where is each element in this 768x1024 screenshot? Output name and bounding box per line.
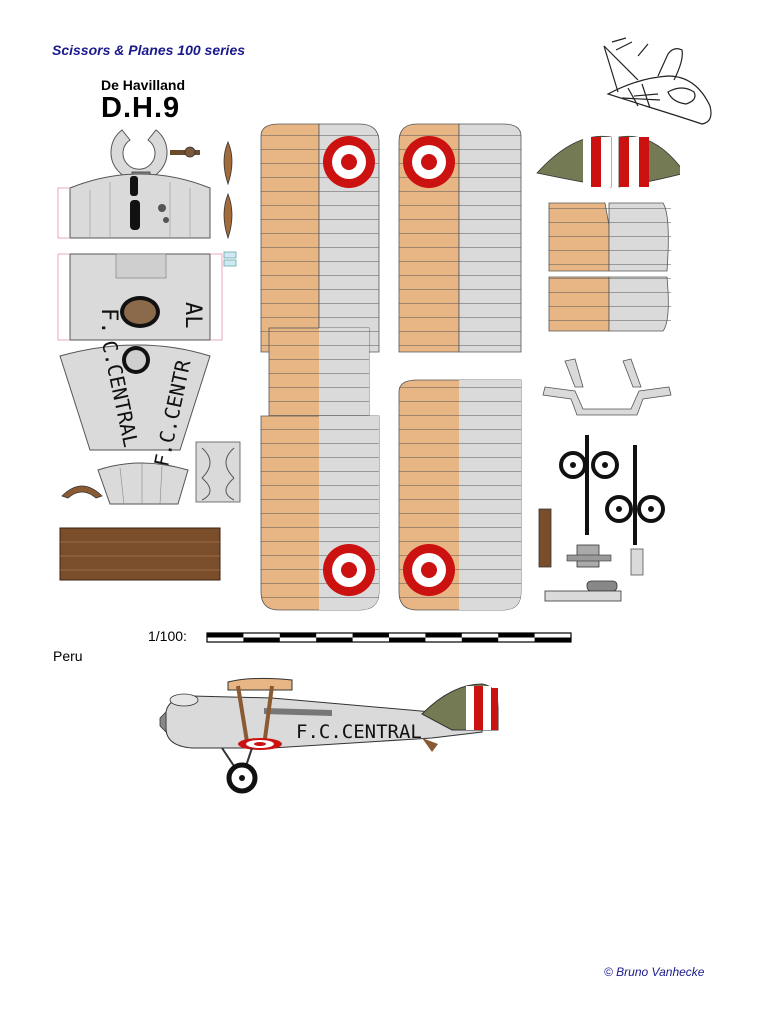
fuselage-left-marking: F. [96,308,121,335]
maker-name: De Havilland [101,77,186,93]
scissors-plane-logo-icon [603,37,712,125]
scale-label: 1/100: [148,628,187,644]
scale-segment [243,637,280,642]
lower-left-wing [260,415,380,611]
skid-part [61,485,103,499]
fuselage-parts-sheet: F. AL C.CENTRAL F.C.CENTR [57,129,223,581]
scale-segment [534,637,571,642]
wheels-part [559,435,665,545]
fuselage-right-marking: AL [180,302,205,329]
underside-fan-part [97,462,189,505]
center-section [268,327,370,417]
scale-segment [425,633,462,638]
propeller-shaft-part [170,146,200,158]
cowling-part [57,173,211,239]
radiator-part [566,544,644,576]
fuselage-top-panel: C.CENTRAL F.C.CENTR [59,338,211,469]
scale-segment [207,633,244,638]
side-view-roundel [238,738,282,750]
main-wings [260,123,522,611]
undercarriage-bracket-part [542,358,672,416]
wooden-deck-part [59,527,221,581]
tail-and-undercarriage-parts [536,135,680,602]
scale-segment [461,637,499,642]
series-title: Scissors & Planes 100 series [52,42,246,58]
rudder-left-part [536,135,612,188]
copyright: © Bruno Vanhecke [604,965,705,979]
side-view-undercarriage [221,747,258,794]
scale-bar [206,632,572,643]
upper-left-wing [260,123,380,353]
tailplane-part [548,202,671,332]
scale-segment [389,637,426,642]
scale-segment [498,633,535,638]
upper-right-wing [398,123,522,353]
lower-right-wing [398,379,522,611]
side-view-tail [421,683,499,752]
cabane-strut-part [195,441,241,503]
side-view-marking: F.C.CENTRAL [296,721,422,743]
scale-segment [352,633,389,638]
strut-parts [195,141,241,503]
model-name: D.H.9 [101,92,181,124]
aircraft-side-view: F.C.CENTRAL [159,677,499,794]
nose-ring-part [110,129,168,181]
strut-wood-part [538,508,552,568]
country-label: Peru [53,648,83,664]
scale-segment [316,637,353,642]
fuselage-side-panel: F. AL [57,253,223,341]
side-view-upper-wing [227,677,293,749]
exhaust-part [544,580,622,602]
rudder-right-part [618,135,680,188]
scale-segment [279,633,317,638]
